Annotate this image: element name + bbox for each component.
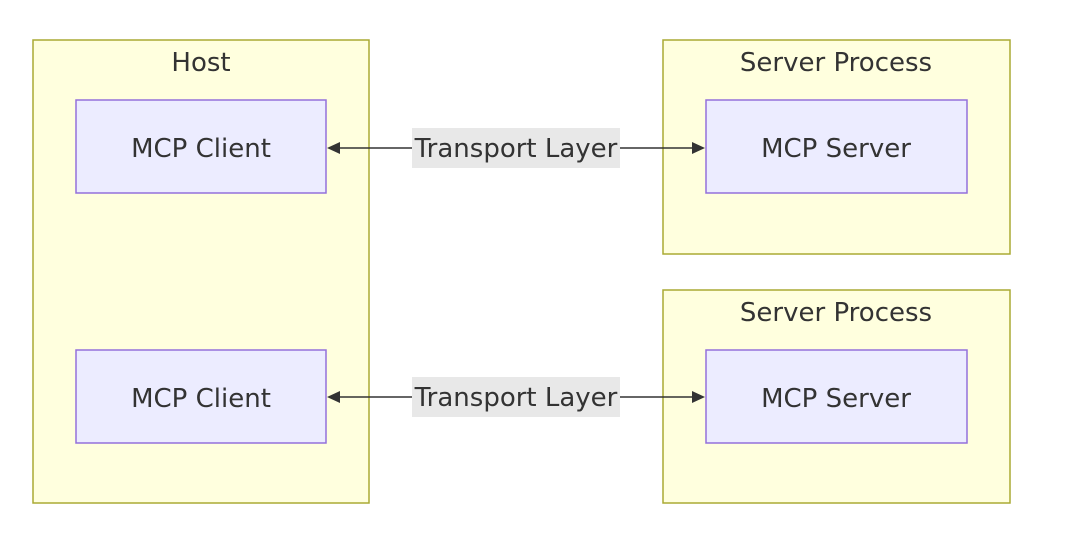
mcp-server-label-2: MCP Server <box>761 384 911 414</box>
host-cluster-label: Host <box>171 48 230 78</box>
mcp-server-label-1: MCP Server <box>761 134 911 164</box>
transport-edge-1: Transport Layer <box>327 128 705 168</box>
edge-label-bg-2 <box>412 377 620 417</box>
edge-label-1: Transport Layer <box>414 134 618 164</box>
arrowhead-left-2 <box>327 391 340 403</box>
server-process-label-2: Server Process <box>740 298 932 328</box>
mcp-client-node-2[interactable]: MCP Client <box>75 349 327 444</box>
arrowhead-right-2 <box>692 391 705 403</box>
transport-edge-2: Transport Layer <box>327 377 705 417</box>
mcp-server-box-2[interactable] <box>705 349 968 444</box>
mcp-client-node-1[interactable]: MCP Client <box>75 99 327 194</box>
mcp-client-box-2[interactable] <box>75 349 327 444</box>
mcp-server-node-1[interactable]: MCP Server <box>705 99 968 194</box>
arrowhead-left-1 <box>327 142 340 154</box>
edge-label-2: Transport Layer <box>414 383 618 413</box>
mcp-client-label-1: MCP Client <box>131 134 271 164</box>
mcp-client-label-2: MCP Client <box>131 384 271 414</box>
arrowhead-right-1 <box>692 142 705 154</box>
edge-label-bg-1 <box>412 128 620 168</box>
mcp-server-box-1[interactable] <box>705 99 968 194</box>
mcp-client-box-1[interactable] <box>75 99 327 194</box>
server-process-label-1: Server Process <box>740 48 932 78</box>
mcp-server-node-2[interactable]: MCP Server <box>705 349 968 444</box>
